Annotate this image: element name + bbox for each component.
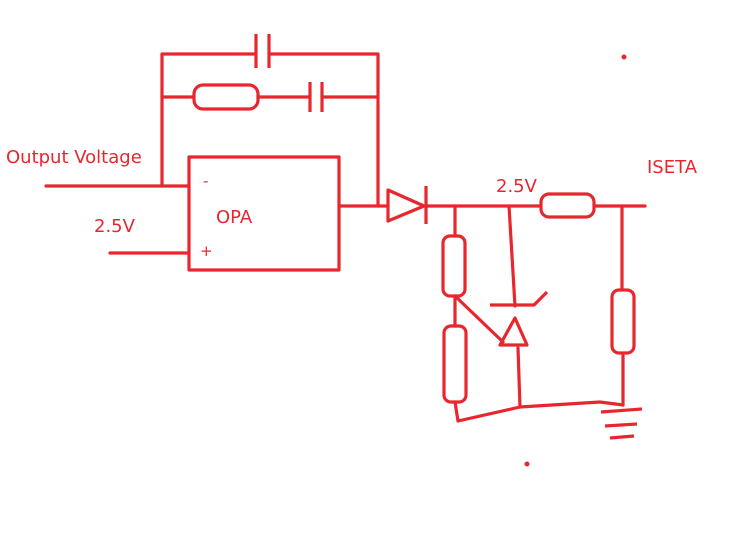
load-resistor [610,288,636,355]
inverting-pin-label: - [203,172,209,190]
stray-dot [524,461,530,467]
divider-lower-resistor [442,324,468,404]
feedback-resistor [192,83,260,111]
divider-upper-resistor [441,234,467,298]
opamp-block [187,155,341,272]
feedback-wire-top [160,52,380,208]
divider-bottom-wire [453,400,522,423]
ground-icon [600,407,643,440]
noninverting-pin-label: + [200,242,213,260]
output-voltage-label: Output Voltage [6,147,142,168]
series-resistor [539,192,596,219]
vref-input-label: 2.5V [94,216,135,237]
shunt-anode-wire [516,346,522,409]
feedback-capacitor [254,34,271,68]
shunt-reference [490,290,549,347]
ground-return-wire [518,400,625,409]
series-diode [386,186,428,224]
feedback-rc-capacitor [308,82,324,112]
stray-dot [621,54,627,60]
iseta-label: ISETA [647,157,698,178]
shunt-cathode-wire [507,204,517,308]
feedback-network [160,34,380,208]
opamp-label: OPA [216,207,253,228]
shunt-ref-pin-wire [453,294,505,344]
shunt-ref-label: 2.5V [496,176,537,197]
